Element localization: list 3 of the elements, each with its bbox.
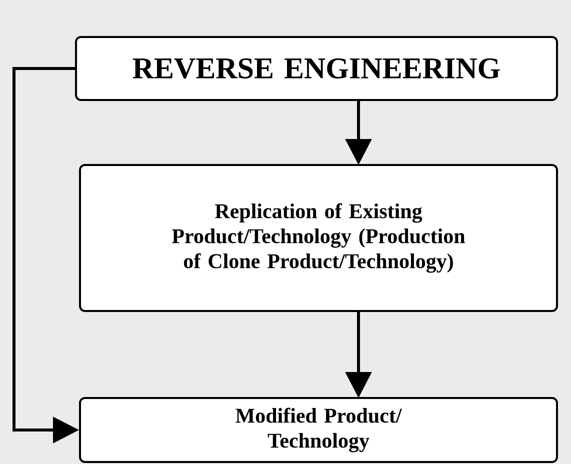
process-box: Modified Product/ Technology: [79, 397, 558, 463]
process-box: Replication of Existing Product/Technology (Production of Clone Product/Technology): [79, 164, 558, 312]
process-box: REVERSE ENGINEERING: [75, 36, 558, 101]
